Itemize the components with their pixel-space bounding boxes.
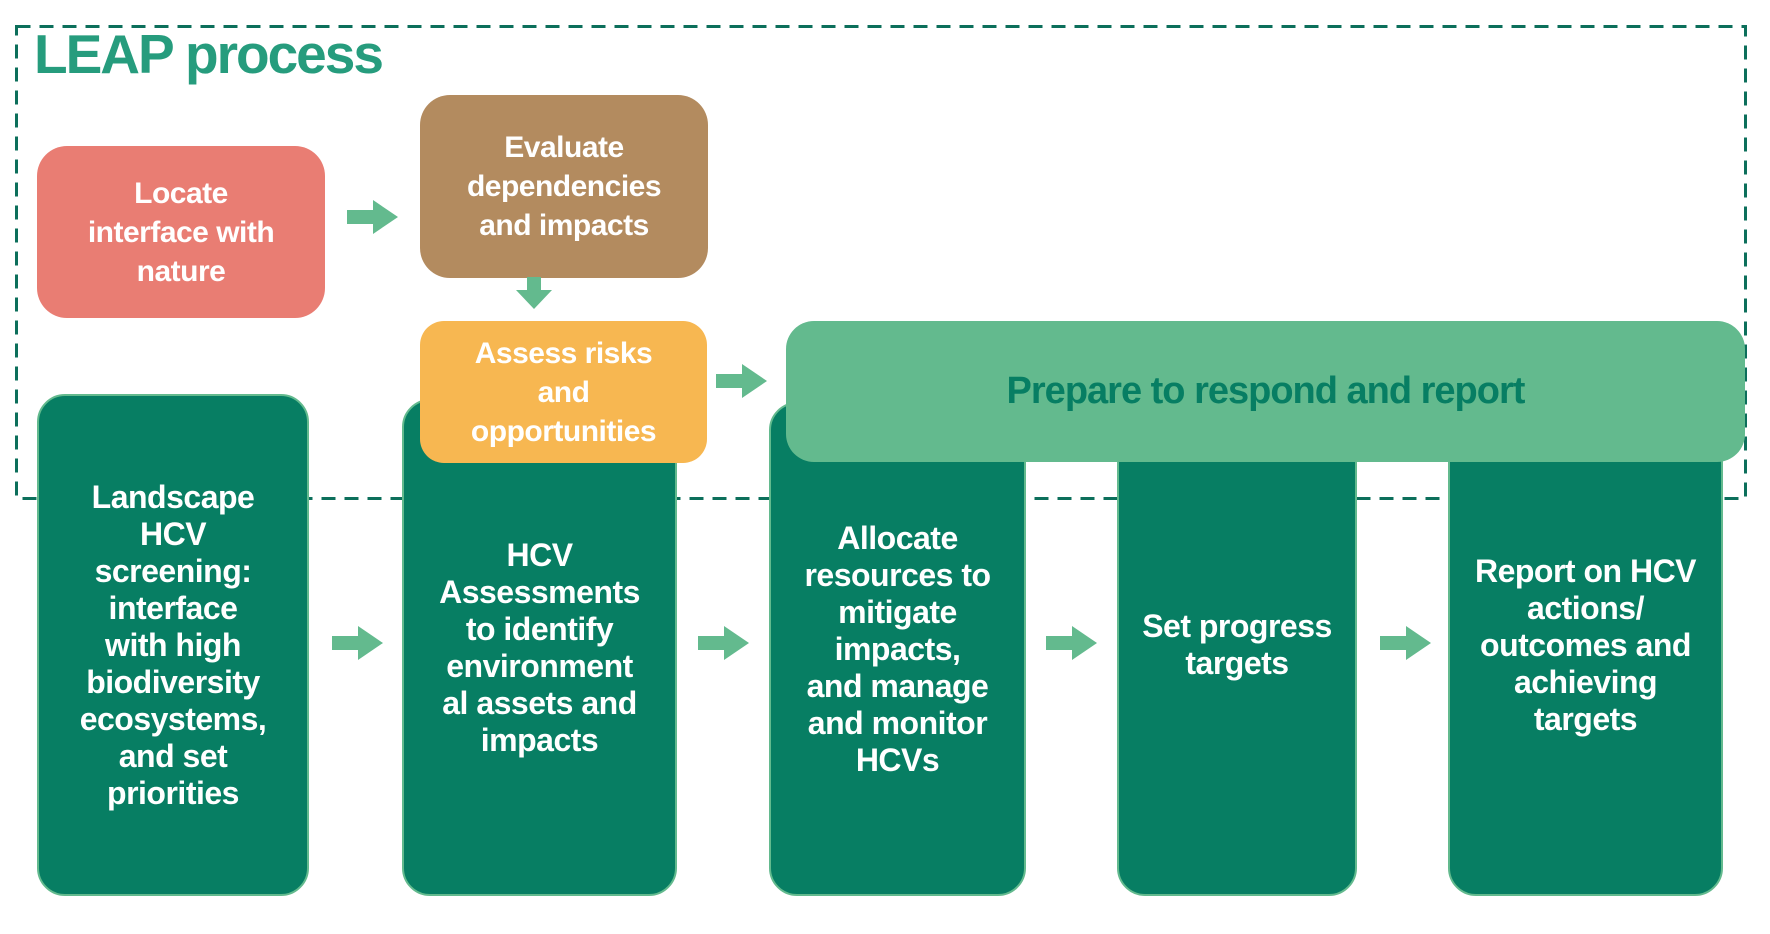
evaluate-dependencies-box: Evaluate dependencies and impacts bbox=[420, 95, 708, 278]
hcv-set-progress-targets-box: Set progress targets bbox=[1117, 394, 1357, 896]
arrow-down-icon bbox=[515, 277, 553, 310]
arrow-right-icon bbox=[332, 624, 384, 662]
diagram-title: LEAP process bbox=[34, 23, 384, 85]
arrow-right-icon bbox=[698, 624, 750, 662]
arrow-right-icon bbox=[1380, 624, 1432, 662]
arrow-right-icon bbox=[1046, 624, 1098, 662]
prepare-respond-report-box: Prepare to respond and report bbox=[786, 321, 1745, 462]
arrow-right-icon bbox=[347, 198, 399, 236]
hcv-allocate-resources-box: Allocate resources to mitigate impacts, … bbox=[769, 402, 1026, 896]
hcv-report-box: Report on HCV actions/ outcomes and achi… bbox=[1448, 394, 1723, 896]
arrow-right-icon bbox=[716, 362, 768, 400]
locate-interface-box: Locate interface with nature bbox=[37, 146, 325, 318]
hcv-assessments-box: HCV Assessments to identify environment … bbox=[402, 399, 677, 896]
hcv-landscape-screening-box: Landscape HCV screening: interface with … bbox=[37, 394, 309, 896]
assess-risks-box: Assess risks and opportunities bbox=[420, 321, 707, 463]
